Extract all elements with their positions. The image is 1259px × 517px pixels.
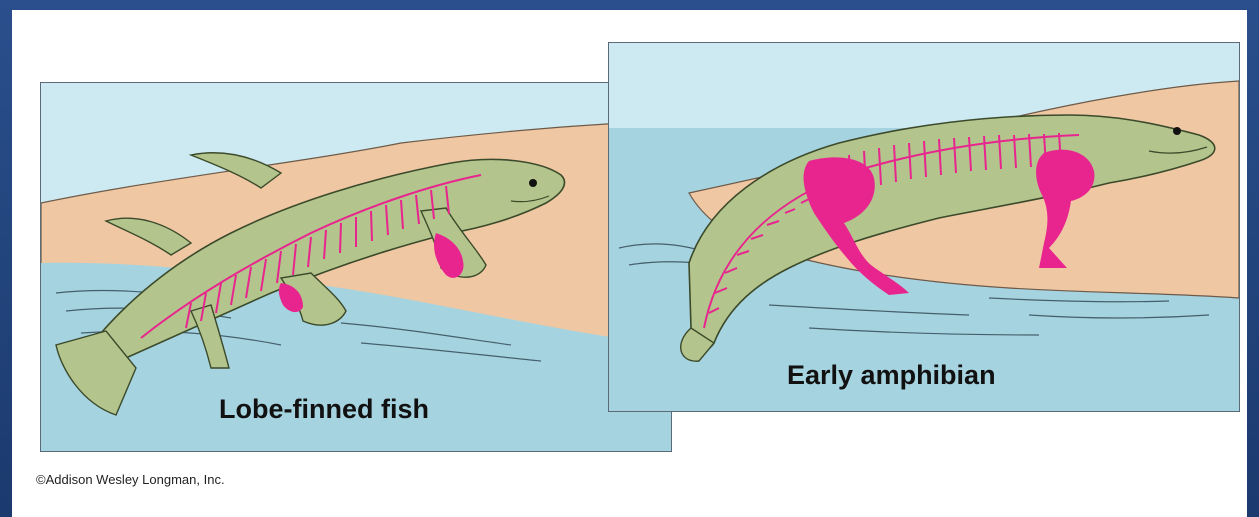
slide-canvas: Lobe-finned fish: [12, 10, 1247, 517]
lobe-finned-fish-panel: Lobe-finned fish: [40, 82, 672, 452]
fish-caption: Lobe-finned fish: [219, 394, 429, 425]
amphibian-caption: Early amphibian: [787, 360, 996, 391]
copyright-credit: ©Addison Wesley Longman, Inc.: [36, 472, 225, 487]
early-amphibian-illustration: [609, 43, 1239, 411]
early-amphibian-panel: Early amphibian: [608, 42, 1240, 412]
